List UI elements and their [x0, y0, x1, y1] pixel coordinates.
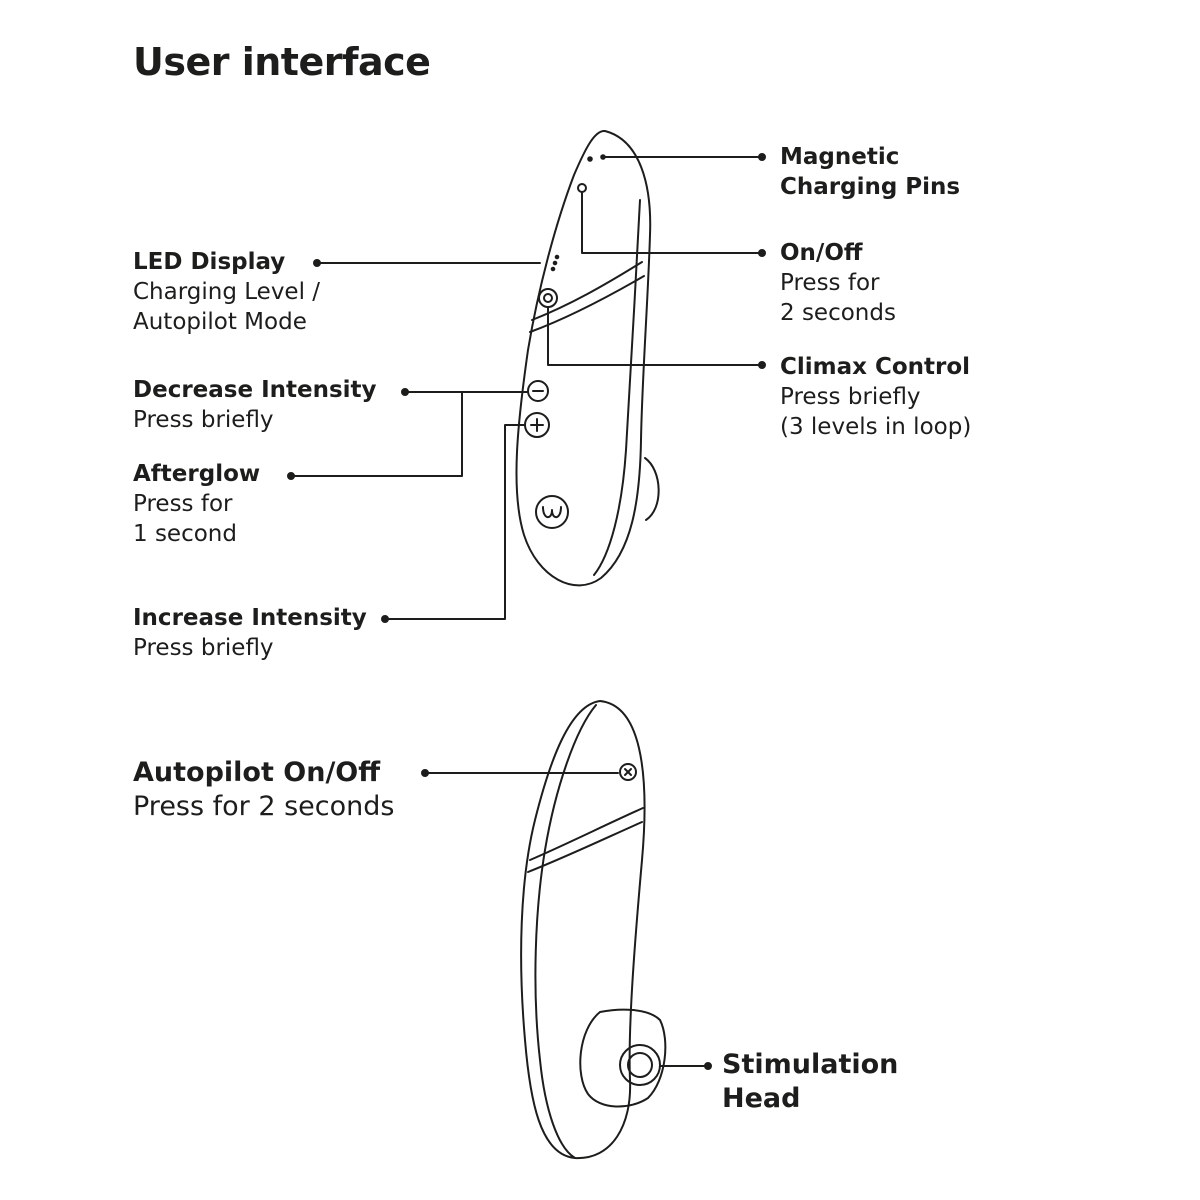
stimulation-head-housing [579, 1008, 667, 1108]
led-dot-icon [552, 260, 558, 266]
label-on-off: On/Off Press for 2 seconds [780, 238, 896, 328]
page-title: User interface [133, 40, 431, 84]
device-front-edge [593, 199, 641, 576]
device-back-view [520, 700, 667, 1160]
label-increase-intensity: Increase Intensity Press briefly [133, 603, 367, 663]
label-led-display: LED Display Charging Level / Autopilot M… [133, 247, 320, 337]
device-back-band-2 [527, 821, 643, 873]
label-desc: Press briefly (3 levels in loop) [780, 384, 972, 440]
label-desc: Press for 2 seconds [780, 270, 896, 326]
autopilot-button-icon[interactable] [619, 763, 637, 781]
label-desc: Press for 1 second [133, 491, 237, 547]
logo-icon [535, 495, 569, 529]
label-head: Afterglow [133, 461, 261, 487]
label-head: Autopilot On/Off [133, 757, 381, 788]
led-dot-icon [550, 266, 556, 272]
device-front-view [515, 130, 660, 587]
stimulation-head-inner-icon [627, 1052, 653, 1078]
charging-pin-icon [587, 156, 593, 162]
label-head: Magnetic Charging Pins [780, 144, 961, 200]
device-back-edge [534, 704, 597, 1159]
callout-lines-top [287, 153, 766, 623]
label-head: On/Off [780, 240, 863, 266]
stimulation-head-outer-icon [619, 1044, 661, 1086]
callout-lines-bottom [421, 769, 712, 1070]
led-dot-icon [554, 254, 560, 260]
label-afterglow: Afterglow Press for 1 second [133, 459, 260, 549]
climax-control-inner-icon [543, 293, 553, 303]
label-desc: Press briefly [133, 407, 274, 433]
device-back-band [529, 807, 644, 861]
label-autopilot-on-off: Autopilot On/Off Press for 2 seconds [133, 756, 394, 824]
label-head: Decrease Intensity [133, 377, 377, 403]
on-off-button-icon[interactable] [577, 183, 587, 193]
device-front-band [531, 261, 643, 321]
label-climax-control: Climax Control Press briefly (3 levels i… [780, 352, 971, 442]
device-side-bump [644, 457, 660, 521]
label-head: Increase Intensity [133, 605, 367, 631]
logo-mark-icon [542, 506, 562, 519]
label-decrease-intensity: Decrease Intensity Press briefly [133, 375, 377, 435]
label-head: Stimulation Head [722, 1049, 899, 1114]
label-desc: Press briefly [133, 635, 274, 661]
label-magnetic-charging-pins: Magnetic Charging Pins [780, 142, 960, 202]
device-front-outline [515, 130, 652, 587]
label-head: LED Display [133, 249, 286, 275]
label-desc: Charging Level / Autopilot Mode [133, 279, 321, 335]
climax-control-button-icon[interactable] [538, 288, 558, 308]
label-stimulation-head: Stimulation Head [722, 1048, 898, 1116]
label-head: Climax Control [780, 354, 971, 380]
autopilot-mark-icon [624, 768, 632, 776]
label-desc: Press for 2 seconds [133, 791, 395, 822]
device-front-band-2 [529, 275, 645, 333]
